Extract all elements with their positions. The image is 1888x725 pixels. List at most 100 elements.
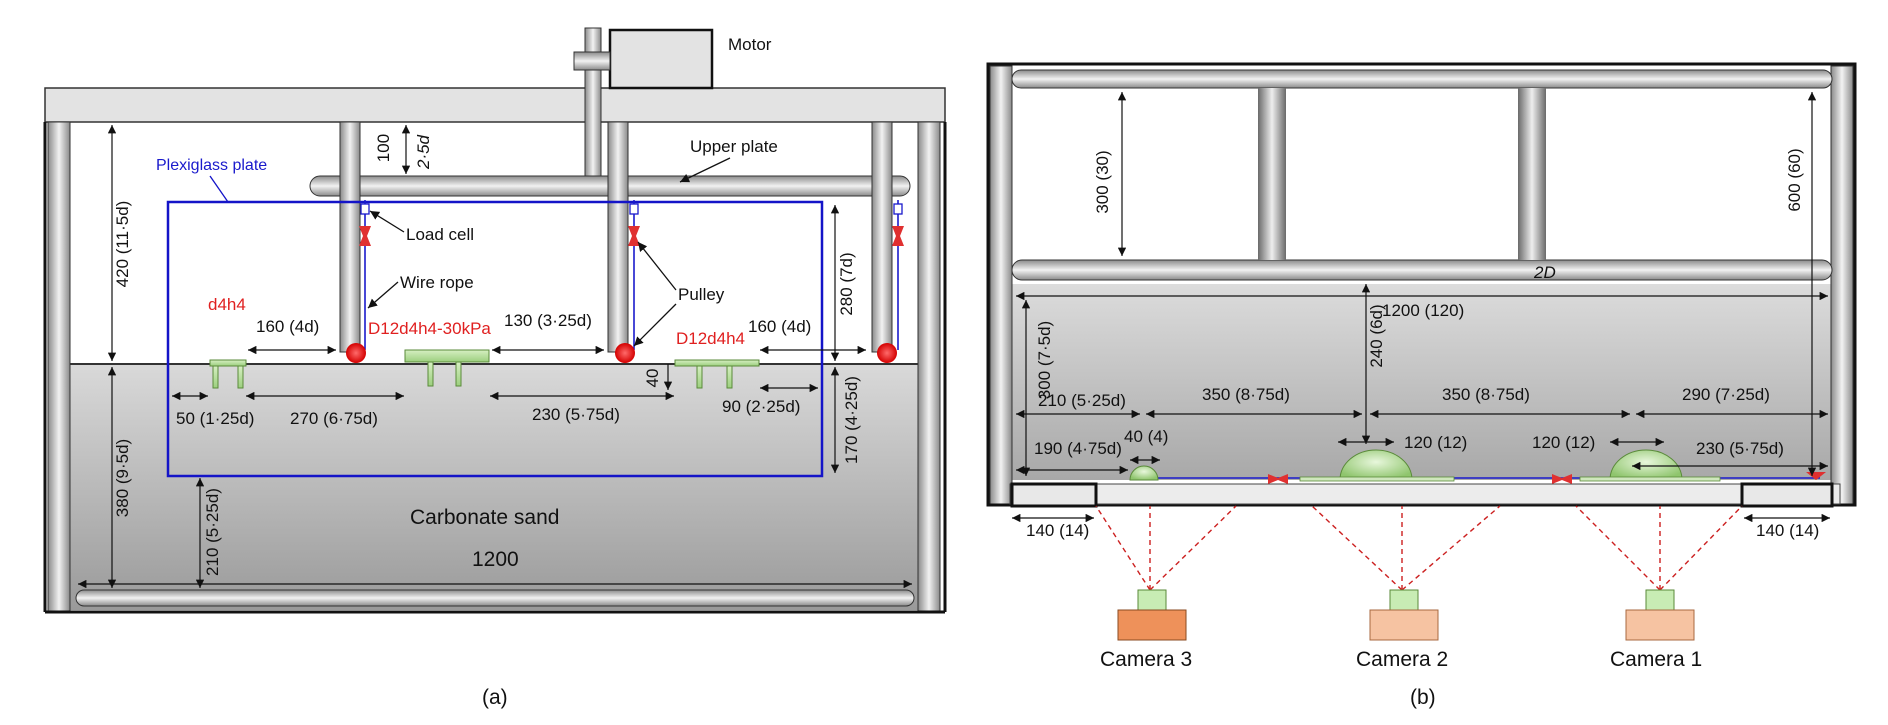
right-post-b: [1830, 65, 1854, 505]
motor-shaft: [584, 27, 602, 184]
glass-bottom: [1009, 483, 1841, 505]
column-right-b: [1518, 88, 1546, 260]
rod-middle: [607, 121, 629, 353]
dim-290-text: 290 (7·25d): [1682, 385, 1770, 404]
two-d-label: 2D: [1533, 263, 1556, 282]
turnbuckle-middle: [628, 226, 640, 246]
dim-100-text: 100: [374, 134, 393, 162]
dim-50-text: 50 (1·25d): [176, 409, 254, 428]
camera-1-label: Camera 1: [1610, 648, 1702, 671]
load-cell-right: [893, 203, 903, 215]
dim-240-6d-text: 240 (6d): [1367, 304, 1386, 367]
dim-420-text: 420 (11·5d): [113, 201, 132, 288]
column-left-b: [1258, 88, 1286, 260]
anchor-label-d12d4h4-30kpa: D12d4h4-30kPa: [368, 319, 491, 338]
pulley-leader-top: [637, 241, 677, 291]
dim-140-left-text: 140 (14): [1026, 521, 1089, 540]
dim-140-right-text: 140 (14): [1756, 521, 1819, 540]
dim-160-left-text: 160 (4d): [256, 317, 319, 336]
anchor-label-d12d4h4: D12d4h4: [676, 329, 745, 348]
turnbuckle-b-2: [1552, 474, 1572, 484]
mid-rod-b: [1011, 259, 1833, 281]
dim-160-right-text: 160 (4d): [748, 317, 811, 336]
dim-270-text: 270 (6·75d): [290, 409, 378, 428]
camera-2-label: Camera 2: [1356, 648, 1448, 671]
anchor-d4h4: [209, 359, 247, 389]
motor-body: [608, 28, 714, 90]
pulley-label: Pulley: [678, 285, 725, 304]
panel-a: Motor Upper plate Plexiglass plate Load …: [43, 27, 947, 709]
plexiglass-leader: [209, 175, 229, 203]
carbonate-sand-label: Carbonate sand: [410, 506, 559, 529]
plate-right: [1579, 476, 1721, 482]
outer-frame-b: [986, 62, 1857, 507]
dim-280-text: 280 (7d): [837, 252, 856, 315]
plexiglass-plate: [166, 200, 824, 478]
motor-coupler: [573, 51, 611, 71]
camera-1-fov: [1575, 505, 1743, 591]
pulley-middle-icon: [615, 343, 635, 363]
dim-210-text: 210 (5·25d): [203, 488, 222, 576]
pulley-left-icon: [346, 343, 366, 363]
dim-120-b-text: 120 (12): [1532, 433, 1595, 452]
camera-1-icon: [1625, 589, 1695, 641]
load-cell-left: [360, 203, 370, 215]
right-post: [917, 121, 941, 613]
caption-a: (a): [482, 686, 508, 709]
dim-130-text: 130 (3·25d): [504, 311, 592, 330]
load-cell-label: Load cell: [406, 225, 474, 244]
dim-2-5d-text: 2·5d: [414, 134, 433, 170]
wire-rope-leader: [367, 281, 399, 309]
dim-230-text: 230 (5·75d): [532, 405, 620, 424]
plexiglass-label: Plexiglass plate: [156, 157, 267, 174]
plate-middle: [1299, 476, 1455, 482]
dim-40-text: 40: [643, 369, 662, 388]
rod-right: [871, 121, 893, 353]
dim-170-text: 170 (4·25d): [842, 376, 861, 464]
bottom-rod: [75, 589, 915, 607]
dim-90-text: 90 (2·25d): [722, 397, 800, 416]
left-post: [47, 121, 71, 613]
dim-380-text: 380 (9·5d): [113, 439, 132, 517]
camera-3-label: Camera 3: [1100, 648, 1192, 671]
dim-300-7-5d-text: 300 (7·5d): [1035, 321, 1054, 399]
anchor-label-d4h4: d4h4: [208, 295, 246, 314]
upper-plate-leader: [679, 157, 731, 183]
caption-b: (b): [1410, 686, 1436, 709]
panel-b: 300 (30) 600 (60) 2D 1200 (120) 300 (7·5…: [986, 62, 1857, 709]
top-beam: [44, 87, 946, 123]
turnbuckle-b-1: [1268, 474, 1288, 484]
dim-120-a-text: 120 (12): [1404, 433, 1467, 452]
support-left: [1010, 482, 1098, 508]
load-cell-middle: [629, 203, 639, 215]
dim-600-60-text: 600 (60): [1785, 148, 1804, 211]
top-rod-b: [1011, 69, 1833, 89]
camera-3-icon: [1117, 589, 1187, 641]
rod-left: [339, 121, 361, 353]
turnbuckle-left: [359, 226, 371, 246]
upper-plate-label: Upper plate: [690, 137, 778, 156]
load-cell-leader: [369, 210, 405, 233]
dim-190-text: 190 (4·75d): [1034, 439, 1122, 458]
dim-40-4-text: 40 (4): [1124, 427, 1168, 446]
anchor-d12d4h4: [674, 359, 760, 389]
pulley-right-icon: [877, 343, 897, 363]
pulley-leader-bottom: [633, 303, 677, 347]
dim-350-b-text: 350 (8·75d): [1442, 385, 1530, 404]
dim-1200-120-text: 1200 (120): [1382, 301, 1464, 320]
camera-2-icon: [1369, 589, 1439, 641]
anchor-d12d4h4-30kpa: [404, 349, 490, 387]
support-right: [1740, 482, 1834, 508]
dim-350-a-text: 350 (8·75d): [1202, 385, 1290, 404]
anchor-small-dome: [1129, 465, 1159, 481]
motor-label: Motor: [728, 35, 772, 54]
dim-230-text: 230 (5·75d): [1696, 439, 1784, 458]
camera-2-fov: [1311, 505, 1501, 591]
camera-3-fov: [1095, 505, 1237, 591]
sand-region-b: [1010, 284, 1832, 480]
left-post-b: [989, 65, 1013, 505]
dim-300-30-text: 300 (30): [1093, 150, 1112, 213]
width-1200-label: 1200: [472, 548, 519, 571]
